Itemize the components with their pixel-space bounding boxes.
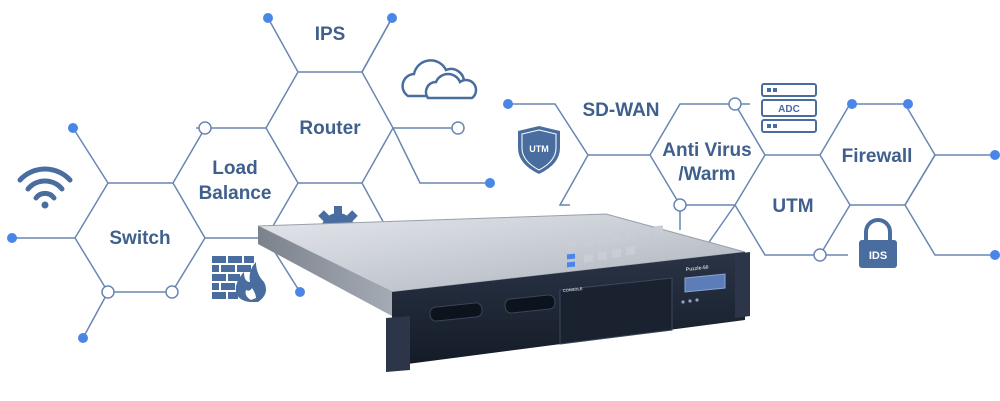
- wifi-icon: [17, 166, 73, 209]
- network-appliance: CONSOLE Puzzle-50: [257, 213, 750, 372]
- node-dot: [503, 99, 513, 109]
- node-dot: [903, 99, 913, 109]
- vent-grille: [429, 294, 556, 322]
- node-dot: [485, 178, 495, 188]
- label-sdwan: SD-WAN: [582, 100, 659, 121]
- ethernet-ports: [584, 225, 663, 263]
- hex-router: [265, 71, 394, 184]
- adc-label: ADC: [778, 104, 800, 115]
- node-ring: [451, 121, 465, 135]
- label-antivirus-line1: Anti Virus: [662, 140, 751, 161]
- node-dot: [68, 123, 78, 133]
- ids-label: IDS: [869, 250, 887, 262]
- label-antivirus-line2: /Warm: [678, 164, 735, 185]
- node-dot: [990, 250, 1000, 260]
- cloud-icon: [401, 59, 478, 100]
- model-label: Puzzle-50: [686, 265, 710, 273]
- label-load-balance-line1: Load: [212, 158, 257, 179]
- label-switch: Switch: [109, 228, 170, 249]
- node-dot: [990, 150, 1000, 160]
- hex-labels: IPS Router Load Balance Switch SD-WAN An…: [109, 24, 912, 249]
- lcd-panel: [684, 273, 726, 293]
- console-label: CONSOLE: [563, 286, 584, 293]
- node-dot: [847, 99, 857, 109]
- label-router: Router: [299, 118, 361, 139]
- rack-ear-right: [735, 252, 750, 318]
- utm-badge-text: UTM: [529, 144, 549, 154]
- label-firewall: Firewall: [842, 146, 913, 167]
- node-dot: [7, 233, 17, 243]
- node-dot: [387, 13, 397, 23]
- chassis-side: [258, 226, 392, 316]
- hex-utm: [734, 154, 851, 256]
- network-nodes: [7, 13, 1000, 343]
- node-dot: [263, 13, 273, 23]
- node-ring: [813, 248, 827, 262]
- node-ring: [101, 285, 115, 299]
- utm-shield-icon: UTM: [518, 126, 560, 174]
- node-dot: [78, 333, 88, 343]
- label-ips: IPS: [315, 24, 346, 45]
- hex-sdwan-left: [508, 103, 650, 156]
- node-ring: [673, 198, 687, 212]
- node-ring: [728, 97, 742, 111]
- adc-server-icon: ADC: [761, 83, 817, 133]
- node-ring: [198, 121, 212, 135]
- ids-lock-icon: IDS: [859, 218, 897, 268]
- rack-ear-left: [386, 316, 410, 372]
- node-ring: [165, 285, 179, 299]
- hex-firewall: [819, 103, 936, 206]
- label-utm: UTM: [772, 196, 813, 217]
- node-dot: [295, 287, 305, 297]
- hex-lines: [12, 17, 995, 339]
- label-load-balance-line2: Balance: [199, 183, 272, 204]
- hex-switch: [74, 182, 206, 293]
- firewall-icon: [212, 256, 266, 302]
- console-port: [566, 237, 576, 248]
